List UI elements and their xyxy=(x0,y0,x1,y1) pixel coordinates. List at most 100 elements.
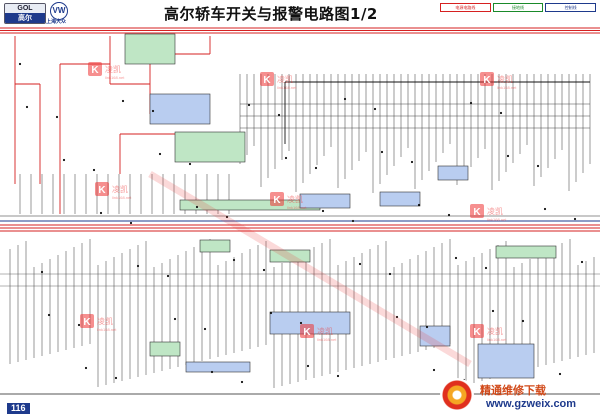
junction-dot xyxy=(351,219,355,223)
junction-dot xyxy=(521,319,525,323)
junction-dot xyxy=(84,366,88,370)
watermark-name: 凌凯 xyxy=(97,316,113,326)
junction-dot xyxy=(447,213,451,217)
module-box xyxy=(495,245,557,259)
download-logo-icon xyxy=(440,378,474,412)
junction-dot xyxy=(240,380,244,384)
junction-dot xyxy=(306,364,310,368)
junction-dot xyxy=(417,203,421,207)
junction-dot xyxy=(225,215,229,219)
watermark-url: link168.net xyxy=(97,327,117,332)
watermark-diagonal xyxy=(148,170,472,368)
watermark-k-icon xyxy=(470,324,484,338)
legend-item-ground: 接地线 xyxy=(492,3,544,12)
brand-name: 上海大众 xyxy=(46,19,67,25)
junction-dot xyxy=(321,209,325,213)
junction-dot xyxy=(314,166,318,170)
watermark-k: K xyxy=(303,327,311,338)
page-number: 116 xyxy=(7,403,30,414)
module-box xyxy=(174,131,246,163)
watermark-name: 凌凯 xyxy=(487,326,503,336)
junction-dot xyxy=(47,313,51,317)
junction-dot xyxy=(410,160,414,164)
module-layer xyxy=(18,33,584,384)
watermark-name: 凌凯 xyxy=(105,64,121,74)
watermark-name: 凌凯 xyxy=(487,206,503,216)
junction-dot xyxy=(358,262,362,266)
model-latin: GOL xyxy=(5,4,45,13)
watermark-k: K xyxy=(473,207,481,218)
junction-dot xyxy=(99,211,103,215)
junction-dot xyxy=(299,321,303,325)
junction-dot xyxy=(425,325,429,329)
watermark-k-icon xyxy=(480,72,494,86)
junction-dot xyxy=(432,368,436,372)
junction-dot xyxy=(573,217,577,221)
junction-dot xyxy=(158,152,162,156)
watermark-name: 凌凯 xyxy=(112,184,128,194)
junction-dot xyxy=(55,115,59,119)
watermark-url: link168.net xyxy=(317,337,337,342)
watermark-k: K xyxy=(473,327,481,338)
module-box xyxy=(149,341,181,357)
junction-dot xyxy=(388,272,392,276)
junction-dot xyxy=(536,164,540,168)
junction-dot xyxy=(195,205,199,209)
watermark-name: 凌凯 xyxy=(497,74,513,84)
junction-dot xyxy=(395,315,399,319)
module-box xyxy=(477,343,535,379)
watermark-name: 凌凯 xyxy=(287,194,303,204)
watermark-k: K xyxy=(91,65,99,76)
junction-dot xyxy=(491,309,495,313)
watermark-url: link168.net xyxy=(277,85,297,90)
junction-dot xyxy=(277,113,281,117)
module-box xyxy=(437,165,469,181)
watermark-name: 凌凯 xyxy=(317,326,333,336)
junction-dot xyxy=(188,162,192,166)
watermark-k-icon xyxy=(80,314,94,328)
model-cn: 高尔 xyxy=(5,13,45,23)
junction-dot xyxy=(40,270,44,274)
watermark-url: link168.net xyxy=(487,337,507,342)
junction-dot xyxy=(173,317,177,321)
junction-dot xyxy=(247,103,251,107)
page-title: 高尔轿车开关与报警电路图1/2 xyxy=(164,5,378,23)
watermark-k: K xyxy=(263,75,271,86)
junction-dot xyxy=(558,372,562,376)
module-box xyxy=(199,239,231,253)
junction-dot xyxy=(77,323,81,327)
download-site-url: www.gzweix.com xyxy=(486,398,577,410)
module-box xyxy=(419,325,451,347)
junction-dot xyxy=(580,260,584,264)
watermark-k: K xyxy=(98,185,106,196)
watermark-k-icon xyxy=(260,72,274,86)
vw-logo-icon: VW xyxy=(50,2,68,20)
junction-dot xyxy=(284,156,288,160)
junction-dot xyxy=(454,256,458,260)
junction-dot xyxy=(506,154,510,158)
junction-dot xyxy=(336,374,340,378)
junction-dot xyxy=(121,99,125,103)
junction-dot xyxy=(210,370,214,374)
legend-item-power: 电源电路线 xyxy=(440,3,491,12)
header-bar: GOL 高尔 VW 上海大众 高尔轿车开关与报警电路图1/2 电源电路线 接地线… xyxy=(0,0,600,25)
junction-dot xyxy=(151,109,155,113)
junction-dot xyxy=(499,111,503,115)
watermark-k-icon xyxy=(470,204,484,218)
junction-dot xyxy=(262,268,266,272)
watermark-url: link168.net xyxy=(497,85,517,90)
watermark-name: 凌凯 xyxy=(277,74,293,84)
module-box xyxy=(149,93,211,125)
junction-dot xyxy=(269,311,273,315)
watermark-url: link168.net xyxy=(105,75,125,80)
watermark-url: link168.net xyxy=(287,205,307,210)
module-box xyxy=(185,361,251,373)
junction-dot xyxy=(166,274,170,278)
junction-dot xyxy=(129,221,133,225)
legend-item-control: 控制线 xyxy=(545,3,597,12)
junction-dot xyxy=(380,150,384,154)
download-site-name: 精通维修下载 xyxy=(480,384,546,397)
watermark-k-icon xyxy=(300,324,314,338)
